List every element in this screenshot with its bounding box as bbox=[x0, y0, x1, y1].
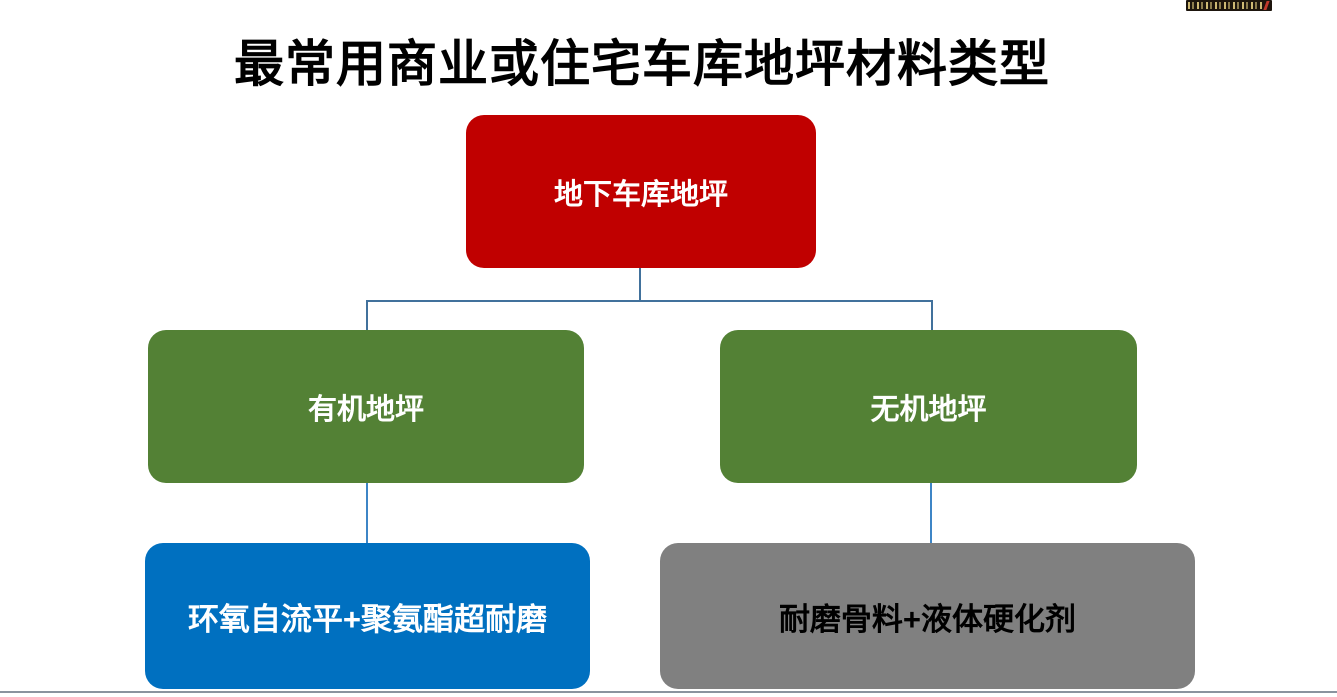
connector-inorganic-to-material bbox=[930, 483, 932, 544]
connector-drop-right bbox=[931, 300, 933, 332]
corner-logo-badge bbox=[1186, 0, 1272, 11]
node-underground-garage-floor: 地下车库地坪 bbox=[466, 115, 816, 268]
node-organic-floor: 有机地坪 bbox=[148, 330, 584, 483]
connector-organic-to-material bbox=[366, 483, 368, 544]
node-epoxy-polyurethane-material: 环氧自流平+聚氨酯超耐磨 bbox=[145, 543, 590, 689]
page-title: 最常用商业或住宅车库地坪材料类型 bbox=[234, 36, 1050, 92]
connector-horizontal-bar bbox=[366, 300, 933, 302]
connector-drop-left bbox=[366, 300, 368, 332]
bottom-divider-line bbox=[0, 691, 1337, 693]
node-inorganic-floor: 无机地坪 bbox=[720, 330, 1137, 483]
node-aggregate-hardener-material: 耐磨骨料+液体硬化剂 bbox=[660, 543, 1195, 689]
logo-text-marks-icon bbox=[1188, 2, 1262, 9]
connector-root-stem bbox=[639, 268, 641, 302]
logo-red-slash-icon bbox=[1263, 1, 1270, 10]
